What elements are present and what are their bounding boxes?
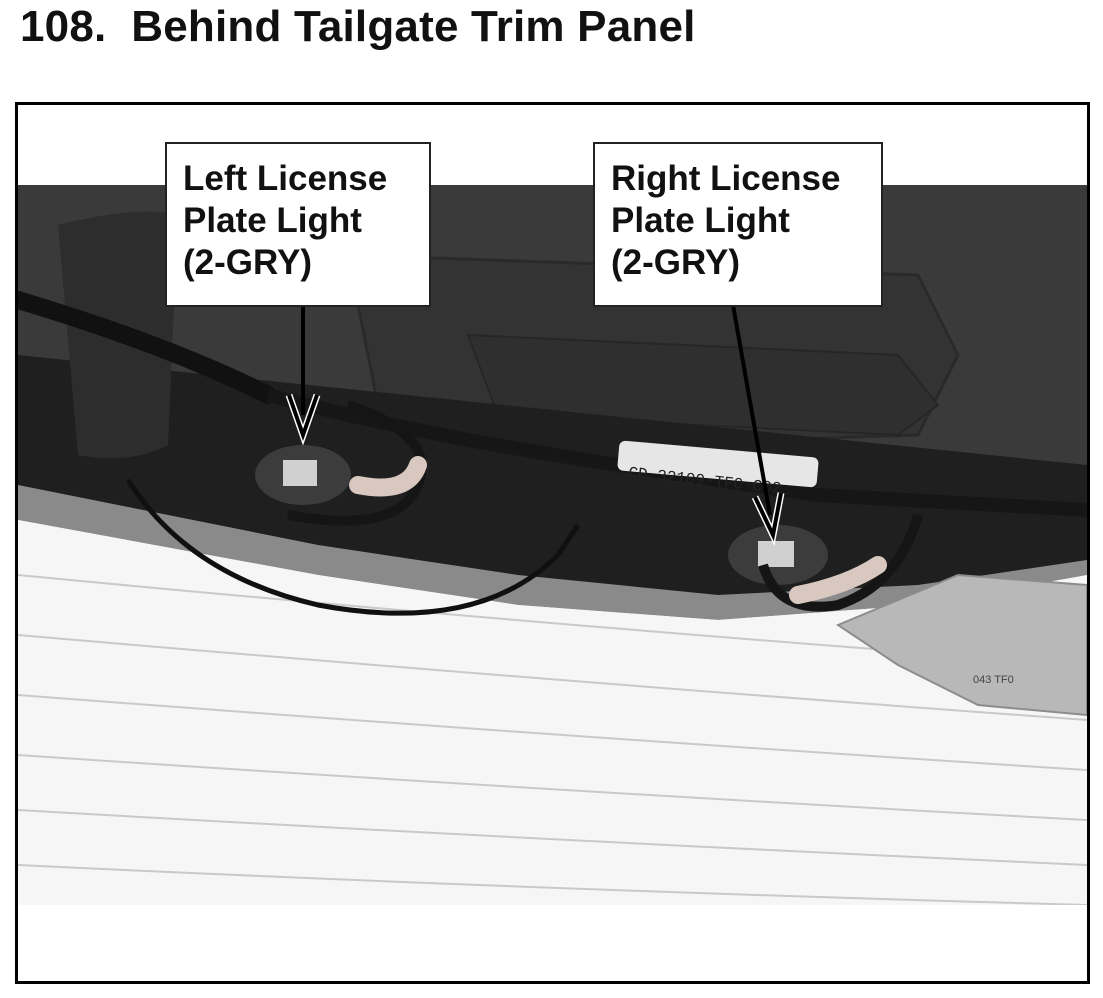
- left-license-plate-light-callout: Left License Plate Light (2-GRY): [165, 142, 431, 307]
- callout-line: Plate Light: [183, 201, 362, 240]
- right-license-plate-light-callout: Right License Plate Light (2-GRY): [593, 142, 883, 307]
- callout-line: (2-GRY): [183, 243, 312, 282]
- callout-line: Left License: [183, 159, 388, 198]
- callout-line: Right License: [611, 159, 841, 198]
- callout-line: (2-GRY): [611, 243, 740, 282]
- callout-line: Plate Light: [611, 201, 790, 240]
- figure-frame: CD 32109-TF0-C02 043 TF0 Left License Pl…: [15, 102, 1090, 984]
- svg-text:043 TF0: 043 TF0: [973, 674, 1014, 686]
- page-title: 108. Behind Tailgate Trim Panel: [20, 2, 696, 51]
- tailgate-photo: CD 32109-TF0-C02 043 TF0: [18, 105, 1087, 981]
